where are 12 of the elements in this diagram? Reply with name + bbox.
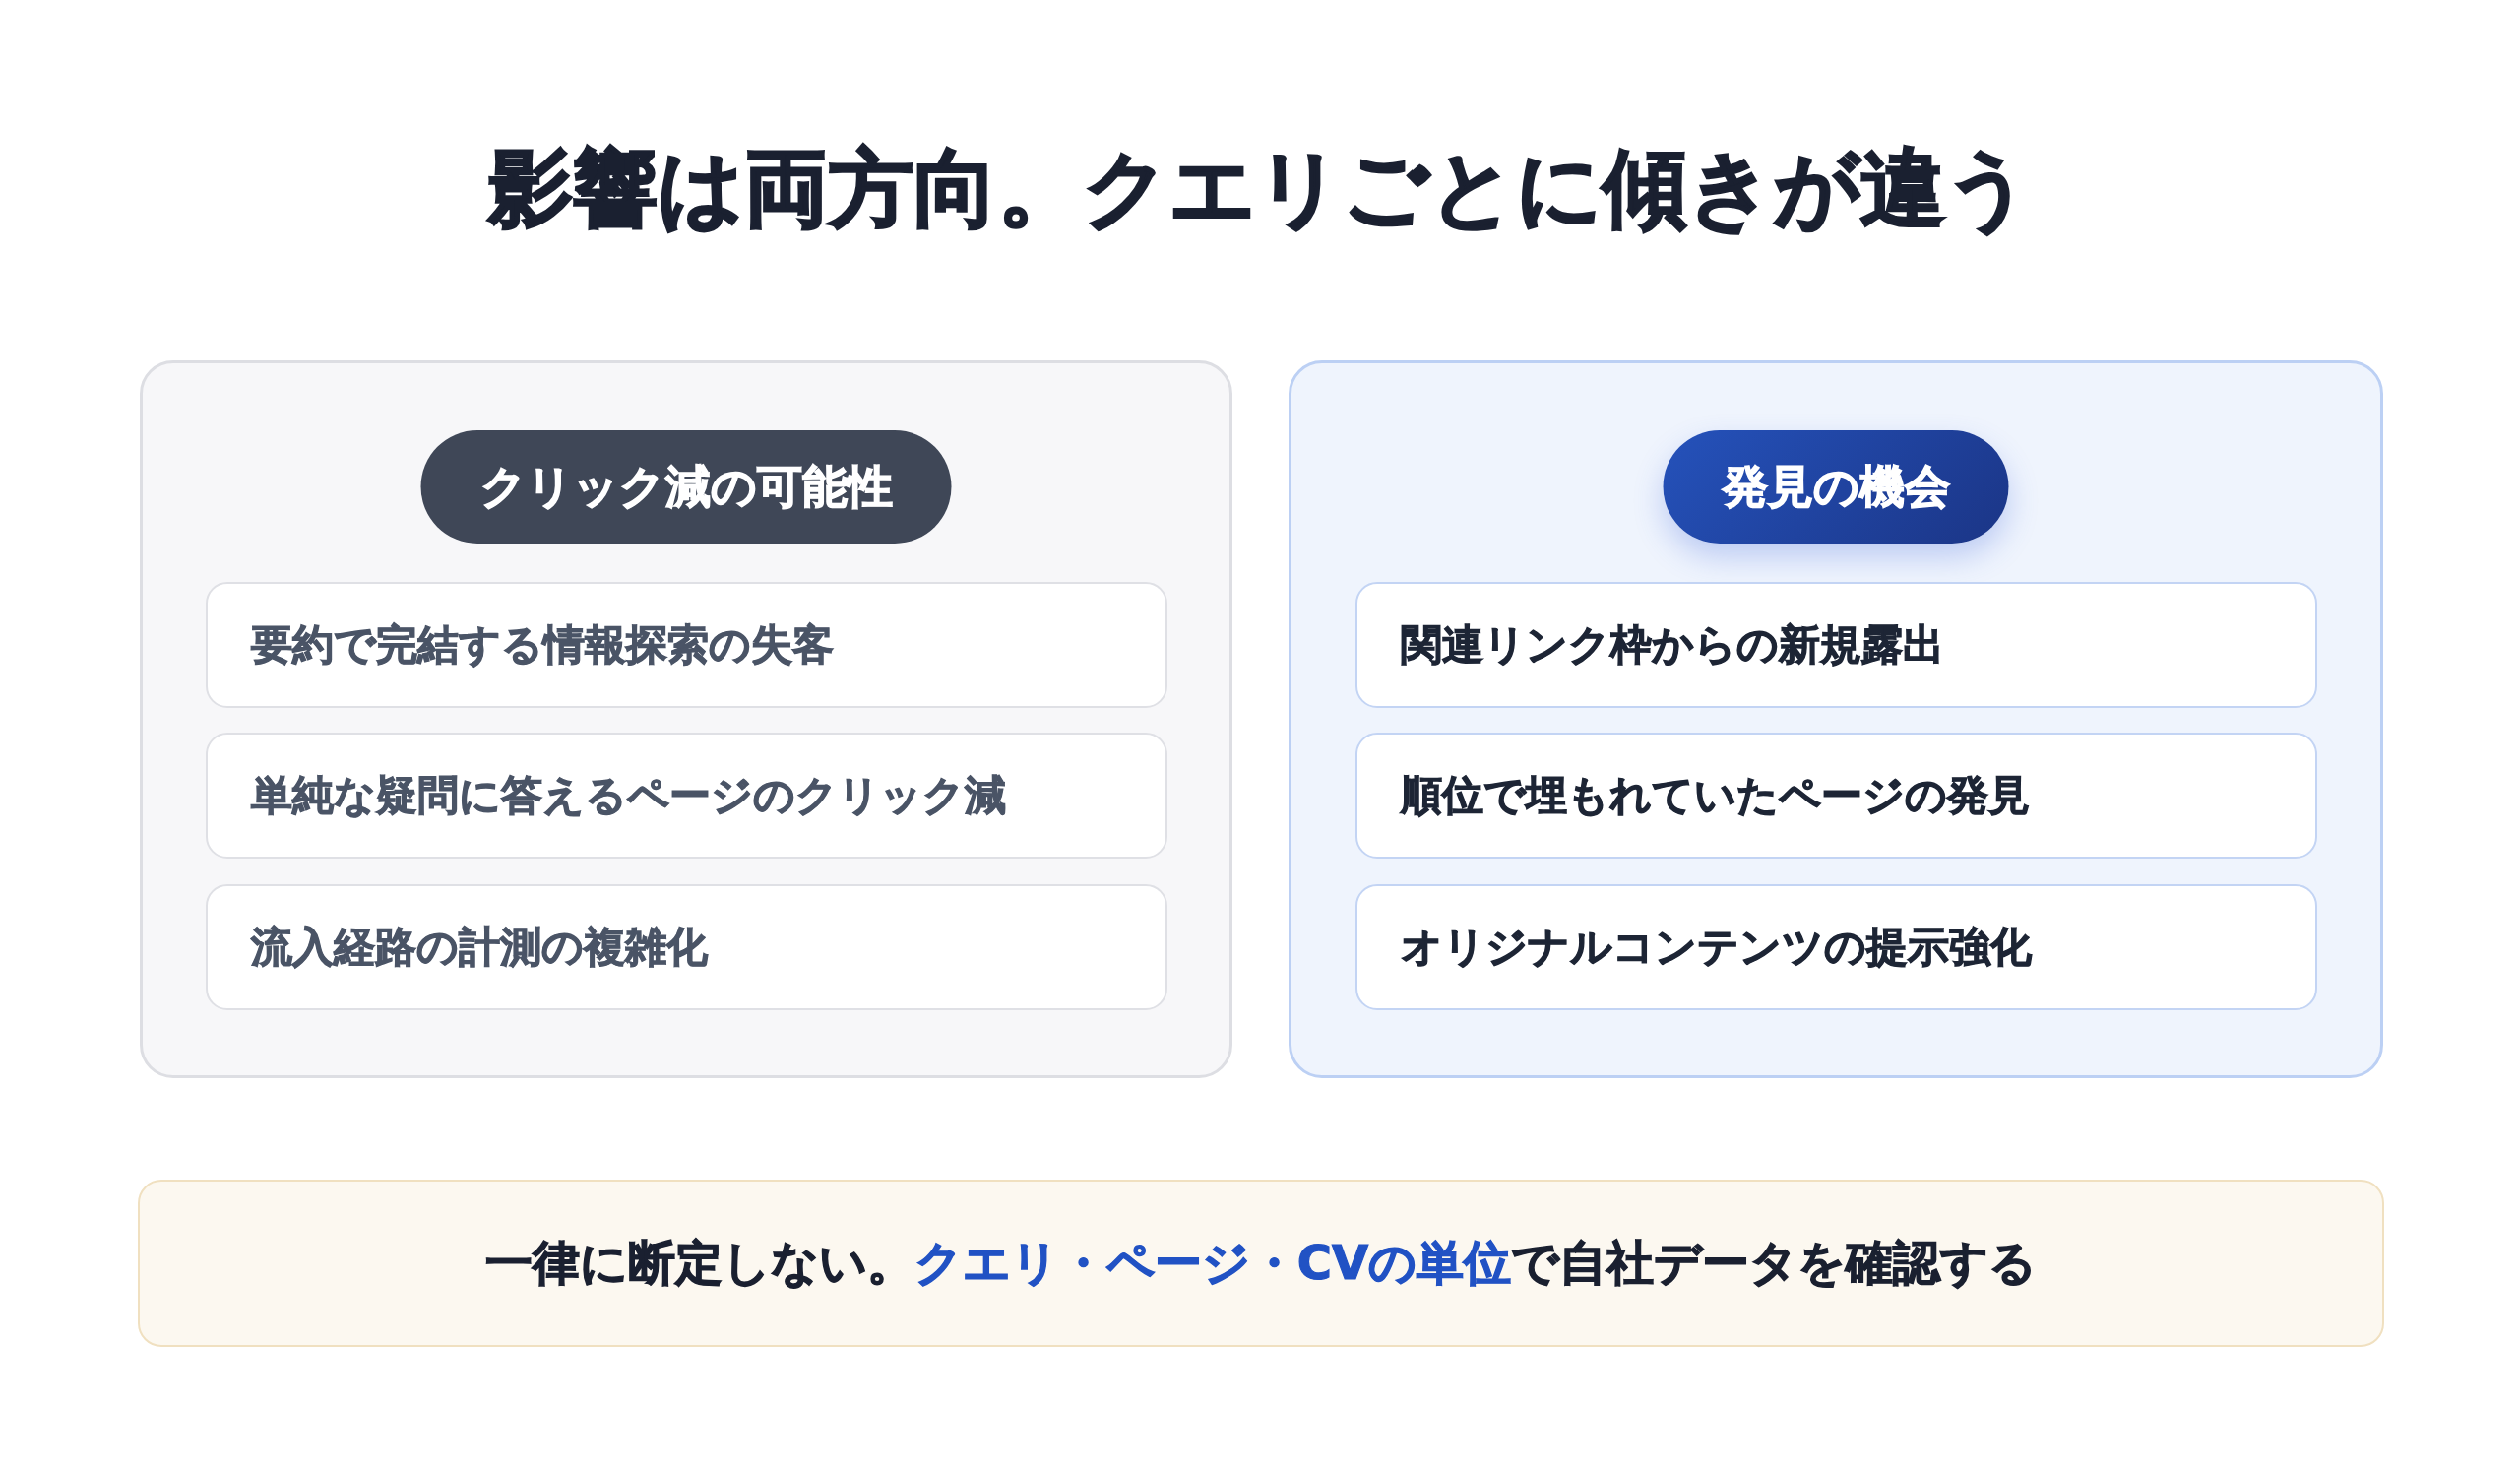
category-heading: クリック減の可能性 [420, 430, 952, 544]
list-item-card: 要約で完結する情報探索の失客 [206, 582, 1167, 708]
comparison-panel [1289, 360, 2383, 1078]
comparison-panel [140, 360, 1232, 1078]
list-item-card: 単純な疑問に答えるページのクリック減 [206, 733, 1167, 859]
title: 影響は両方向。クエリごとに傾きが違う [488, 138, 2032, 239]
list-item-card: 流入経路の計測の複雑化 [206, 884, 1167, 1010]
list-item-card: オリジナルコンテンツの提示強化 [1355, 884, 2317, 1010]
category-heading: 発見の機会 [1663, 430, 2009, 544]
note-banner: 一律に断定しない。クエリ・ページ・CVの単位で自社データを確認する [138, 1180, 2384, 1347]
list-item-card: 関連リンク枠からの新規露出 [1355, 582, 2317, 708]
list-item-card: 順位で埋もれていたページの発見 [1355, 733, 2317, 859]
